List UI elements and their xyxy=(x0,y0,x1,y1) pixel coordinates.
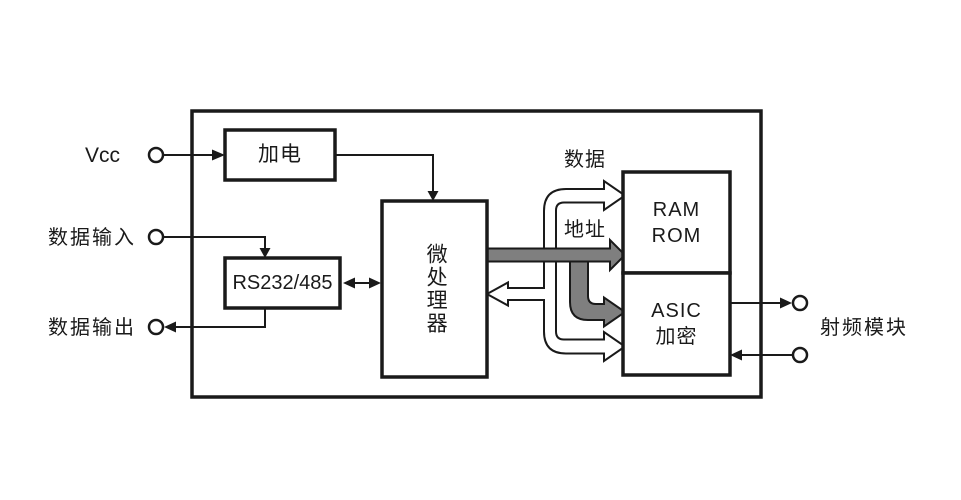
serial-arrowhead-right xyxy=(369,277,381,289)
data-out-terminal xyxy=(147,318,165,336)
data-in-line xyxy=(163,236,266,250)
data-output-label: 数据输出 xyxy=(48,317,136,339)
arrowheads xyxy=(164,149,792,361)
asic-box-label: ASIC 加密 xyxy=(651,300,702,348)
asic-out-arrowhead xyxy=(780,297,792,309)
address-bus-branch xyxy=(569,260,627,329)
power-box xyxy=(223,128,337,182)
rf-in-arrowhead xyxy=(730,349,742,361)
power-to-mcu-line xyxy=(335,154,434,194)
module-boundary xyxy=(190,109,763,399)
vcc-terminal xyxy=(147,146,165,164)
data-out-arrowhead xyxy=(164,321,176,333)
data-in-arrowhead xyxy=(259,248,271,258)
blocks xyxy=(223,128,732,379)
data-bus-arrow xyxy=(484,179,627,363)
power-mcu-arrowhead xyxy=(427,191,439,201)
serial-arrowhead-left xyxy=(343,277,355,289)
data-input-label: 数据输入 xyxy=(48,227,136,249)
terminals xyxy=(147,146,809,364)
data-bus-label: 数据 xyxy=(564,149,606,171)
rf-out-terminal xyxy=(791,294,809,312)
address-bus-arrow xyxy=(486,237,627,273)
data-in-terminal xyxy=(147,228,165,246)
rf-module-label: 射频模块 xyxy=(820,317,908,339)
serial-box-label: RS232/485 xyxy=(232,271,333,294)
vcc-label: Vcc xyxy=(84,144,120,167)
vcc-arrowhead xyxy=(212,149,225,161)
mcu-box-label: 微处理器 xyxy=(424,243,448,335)
rf-in-terminal xyxy=(791,346,809,364)
memory-box-label: RAM ROM xyxy=(651,198,702,247)
address-bus-label: 地址 xyxy=(564,219,606,241)
mcu-box xyxy=(380,199,489,379)
serial-box xyxy=(223,256,342,310)
power-box-label: 加电 xyxy=(258,142,302,166)
asic-box xyxy=(621,271,732,377)
data-out-line xyxy=(176,308,266,328)
